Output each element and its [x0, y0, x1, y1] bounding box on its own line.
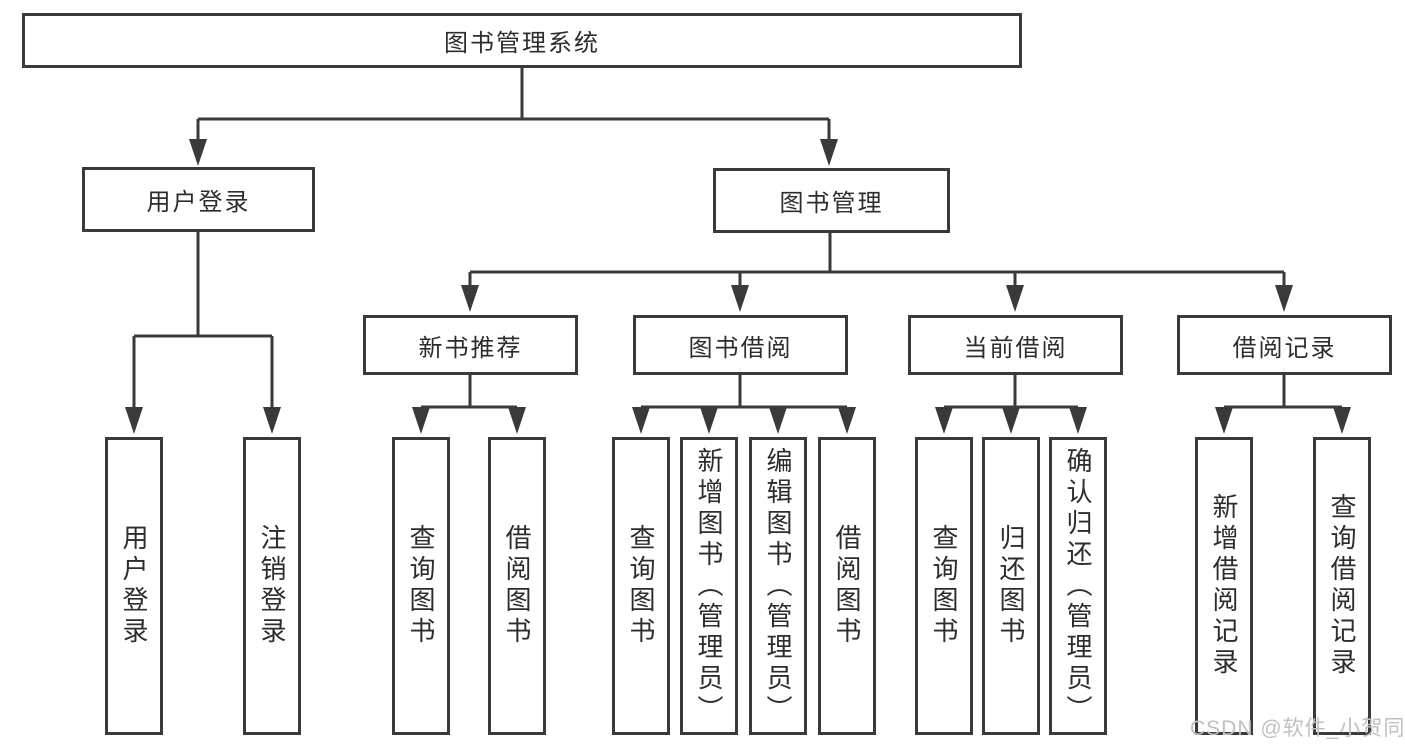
leaf-query-book-current: 查询图书	[915, 437, 973, 735]
leaf-query-book-recommend: 查询图书	[392, 437, 450, 735]
node-new-book-recommend: 新书推荐	[363, 315, 578, 375]
leaf-add-borrow-record: 新增借阅记录	[1195, 437, 1253, 735]
leaf-borrow-book-recommend: 借阅图书	[488, 437, 546, 735]
watermark-text: CSDN @软件_小贺同学	[1190, 717, 1405, 740]
node-book-borrow: 图书借阅	[633, 315, 848, 375]
leaf-logout: 注销登录	[243, 437, 301, 735]
leaf-query-borrow-record: 查询借阅记录	[1313, 437, 1371, 735]
leaf-user-login: 用户登录	[105, 437, 163, 735]
leaf-return-book: 归还图书	[982, 437, 1040, 735]
node-book-management: 图书管理	[713, 168, 950, 233]
leaf-edit-book-admin: 编辑图书（管理员）	[749, 437, 807, 735]
node-user-login: 用户登录	[82, 167, 315, 232]
leaf-query-book-borrow: 查询图书	[612, 437, 670, 735]
node-borrow-record: 借阅记录	[1177, 315, 1392, 375]
leaf-confirm-return-admin: 确认归还（管理员）	[1049, 437, 1107, 735]
leaf-borrow-book-borrow: 借阅图书	[818, 437, 876, 735]
leaf-add-book-admin: 新增图书（管理员）	[680, 437, 738, 735]
node-root: 图书管理系统	[22, 13, 1022, 68]
node-current-borrow: 当前借阅	[908, 315, 1123, 375]
